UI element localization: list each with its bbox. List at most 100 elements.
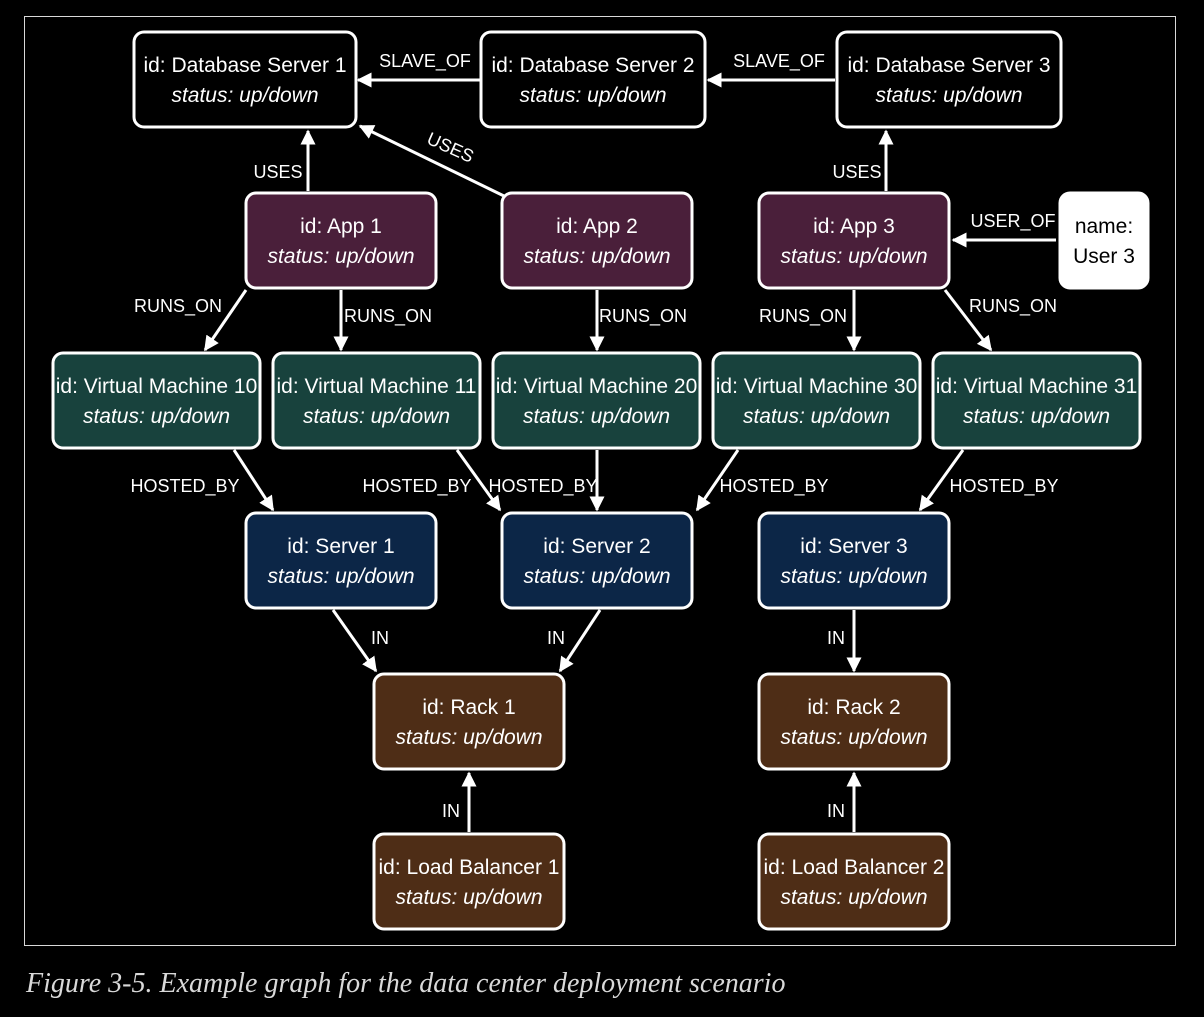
node-app1[interactable]: id: App 1 status: up/down — [244, 191, 438, 290]
node-id-label: name: — [1075, 215, 1133, 238]
edge-label-uses: USES — [832, 162, 881, 182]
node-status-label: status: up/down — [267, 565, 414, 588]
edge-app2-to-db1 — [358, 124, 505, 198]
edge-label-uses: USES — [253, 162, 302, 182]
edge-app3-to-vm31 — [943, 289, 993, 352]
node-vm10[interactable]: id: Virtual Machine 10 status: up/down — [51, 351, 262, 450]
edge-label-runs-on: RUNS_ON — [759, 306, 847, 327]
node-id-label: id: Server 3 — [800, 535, 907, 558]
node-db1[interactable]: id: Database Server 1 status: up/down — [132, 30, 358, 129]
edge-vm30-to-srv2 — [695, 449, 740, 512]
node-lb1[interactable]: id: Load Balancer 1 status: up/down — [372, 832, 566, 931]
node-box — [372, 832, 566, 931]
edge-label-in: IN — [547, 628, 565, 648]
figure-frame — [24, 16, 1176, 946]
node-db2[interactable]: id: Database Server 2 status: up/down — [479, 30, 707, 129]
node-id-label: id: Database Server 3 — [847, 54, 1050, 77]
node-id-label: id: Virtual Machine 30 — [716, 375, 918, 398]
node-box — [757, 511, 951, 610]
node-box — [500, 511, 694, 610]
node-box — [132, 30, 358, 129]
node-id-label: id: Load Balancer 2 — [764, 856, 945, 879]
node-box — [931, 351, 1142, 450]
node-srv2[interactable]: id: Server 2 status: up/down — [500, 511, 694, 610]
node-user3[interactable]: name: User 3 — [1058, 191, 1150, 290]
edge-label-user-of: USER_OF — [970, 211, 1055, 232]
node-vm11[interactable]: id: Virtual Machine 11 status: up/down — [271, 351, 482, 450]
node-box — [372, 672, 566, 771]
edge-vm11-to-srv2 — [455, 449, 502, 512]
node-id-label: id: Rack 2 — [807, 696, 900, 719]
edge-label-hosted-by: HOSTED_BY — [362, 476, 471, 497]
edge-label-runs-on: RUNS_ON — [344, 306, 432, 327]
node-status-label: status: up/down — [780, 565, 927, 588]
node-status-label: status: up/down — [780, 726, 927, 749]
node-db3[interactable]: id: Database Server 3 status: up/down — [835, 30, 1063, 129]
node-id-label: id: Virtual Machine 11 — [276, 375, 476, 398]
node-box — [757, 191, 951, 290]
node-box — [711, 351, 922, 450]
node-status-label: status: up/down — [395, 726, 542, 749]
node-status-label: status: up/down — [963, 405, 1110, 428]
node-box — [835, 30, 1063, 129]
node-status-label: status: up/down — [395, 886, 542, 909]
node-box — [1058, 191, 1150, 290]
node-srv3[interactable]: id: Server 3 status: up/down — [757, 511, 951, 610]
node-id-label: id: App 1 — [300, 215, 382, 238]
node-id-label: id: Rack 1 — [422, 696, 515, 719]
edge-label-in: IN — [442, 801, 460, 821]
node-status-label: status: up/down — [523, 565, 670, 588]
node-box — [757, 832, 951, 931]
node-status-label: status: up/down — [519, 84, 666, 107]
edge-app1-to-vm10 — [203, 289, 248, 352]
edge-label-hosted-by: HOSTED_BY — [130, 476, 239, 497]
node-box — [271, 351, 482, 450]
node-status-label: status: up/down — [780, 245, 927, 268]
node-vm30[interactable]: id: Virtual Machine 30 status: up/down — [711, 351, 922, 450]
edge-label-in: IN — [827, 628, 845, 648]
edge-label-in: IN — [827, 801, 845, 821]
edge-label-slave-of: SLAVE_OF — [379, 51, 471, 72]
node-id-label: id: Database Server 2 — [491, 54, 694, 77]
node-status-label: status: up/down — [523, 245, 670, 268]
node-app3[interactable]: id: App 3 status: up/down — [757, 191, 951, 290]
node-id-label: id: Database Server 1 — [143, 54, 346, 77]
edge-label-runs-on: RUNS_ON — [599, 306, 687, 327]
edge-srv1-to-rack1 — [331, 609, 378, 673]
node-rack2[interactable]: id: Rack 2 status: up/down — [757, 672, 951, 771]
node-name-value: User 3 — [1073, 245, 1135, 268]
node-id-label: id: Load Balancer 1 — [379, 856, 560, 879]
node-id-label: id: App 2 — [556, 215, 638, 238]
node-id-label: id: App 3 — [813, 215, 895, 238]
edge-label-slave-of: SLAVE_OF — [733, 51, 825, 72]
node-box — [244, 191, 438, 290]
node-status-label: status: up/down — [875, 84, 1022, 107]
node-rack1[interactable]: id: Rack 1 status: up/down — [372, 672, 566, 771]
node-id-label: id: Virtual Machine 10 — [56, 375, 258, 398]
node-box — [757, 672, 951, 771]
node-status-label: status: up/down — [171, 84, 318, 107]
node-id-label: id: Server 2 — [543, 535, 650, 558]
figure-caption: Figure 3-5. Example graph for the data c… — [26, 968, 786, 999]
edge-vm31-to-srv3 — [918, 449, 965, 512]
node-status-label: status: up/down — [743, 405, 890, 428]
edge-label-hosted-by: HOSTED_BY — [719, 476, 828, 497]
edge-label-runs-on: RUNS_ON — [969, 296, 1057, 317]
node-status-label: status: up/down — [83, 405, 230, 428]
edge-label-runs-on: RUNS_ON — [134, 296, 222, 317]
node-status-label: status: up/down — [523, 405, 670, 428]
edge-srv2-to-rack1 — [558, 609, 602, 673]
node-box — [500, 191, 694, 290]
node-app2[interactable]: id: App 2 status: up/down — [500, 191, 694, 290]
edge-label-in: IN — [371, 628, 389, 648]
node-status-label: status: up/down — [267, 245, 414, 268]
node-status-label: status: up/down — [303, 405, 450, 428]
node-box — [244, 511, 438, 610]
edges-layer — [203, 72, 1056, 832]
